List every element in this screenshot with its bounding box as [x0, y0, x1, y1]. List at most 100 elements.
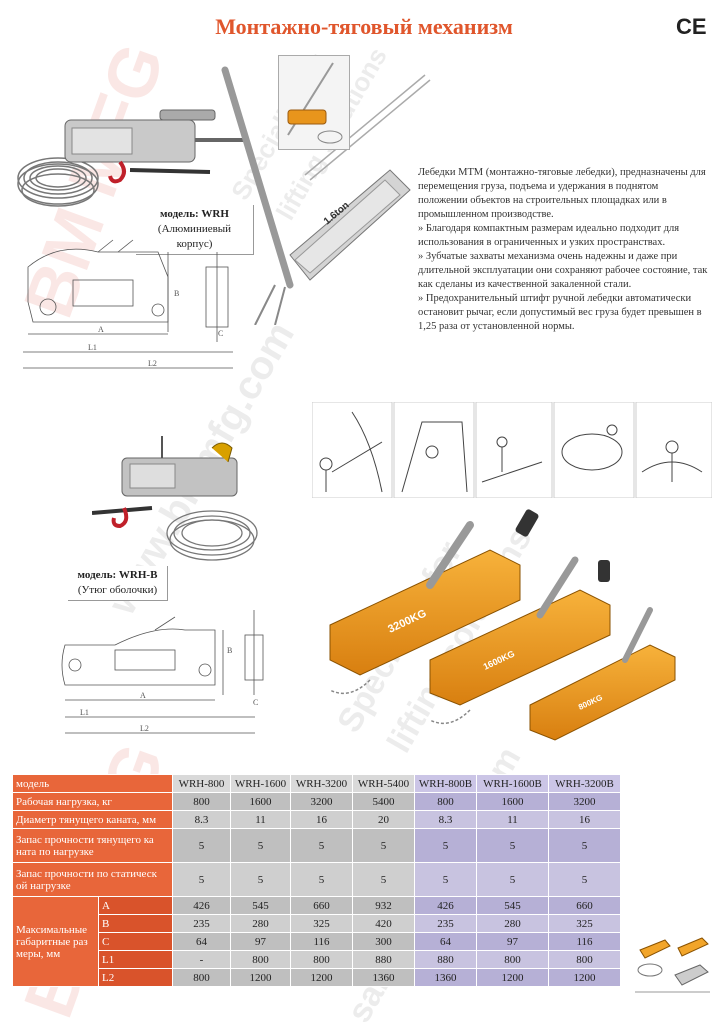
cell: 545	[476, 896, 549, 915]
cell: 426	[414, 896, 477, 915]
wrh-dim-c: C	[218, 329, 223, 338]
dim-label: B	[98, 914, 173, 933]
cell: 800	[172, 792, 231, 811]
wrh-dim-l1: L1	[88, 343, 97, 352]
cell: 8.3	[414, 810, 477, 829]
cell: 5	[290, 828, 353, 863]
cell: 64	[414, 932, 477, 951]
cell: 5	[352, 828, 415, 863]
cell: 5	[476, 862, 549, 897]
wrhb-product-image	[92, 436, 258, 561]
spec-table: модель WRH-800 WRH-1600 WRH-3200 WRH-540…	[12, 774, 621, 987]
cell: 1360	[352, 968, 415, 987]
cell: 3200	[548, 792, 621, 811]
cell: 5	[414, 828, 477, 863]
wrhb-body-label: (Утюг оболочки)	[77, 584, 158, 596]
cell: 1600	[476, 792, 549, 811]
cell: 800	[172, 968, 231, 987]
cell: 116	[548, 932, 621, 951]
cell: 235	[414, 914, 477, 933]
dim-label: L1	[98, 950, 173, 969]
model-wrh-3200: WRH-3200	[290, 774, 353, 793]
usage-illustrations	[312, 402, 712, 498]
orange-hoists-image: 3200KG 1600KG 800KG	[329, 509, 676, 741]
cell: 1600	[230, 792, 291, 811]
wrh-drawing: A B C L1 L2	[23, 239, 233, 369]
cell: 880	[414, 950, 477, 969]
wrh-dim-l2: L2	[148, 359, 157, 368]
cell: 660	[290, 896, 353, 915]
cell: 660	[548, 896, 621, 915]
wrhb-model-label: модель: WRH-B	[77, 569, 158, 581]
model-wrh-800b: WRH-800B	[414, 774, 477, 793]
model-header: модель	[12, 774, 173, 793]
cell: 5	[476, 828, 549, 863]
ce-mark: CE	[676, 14, 707, 39]
cell: -	[172, 950, 231, 969]
thumbnail-hoists	[635, 937, 710, 993]
wrh-product-image	[17, 109, 245, 207]
description-point-grips: » Зубчатые захваты механизма очень надеж…	[418, 251, 708, 290]
cell: 16	[290, 810, 353, 829]
cell: 5	[230, 862, 291, 897]
wrhb-dim-c: C	[253, 698, 258, 707]
cell: 116	[290, 932, 353, 951]
table-row: L1 - 800 800 880 880 800 800	[13, 950, 621, 969]
cell: 5	[414, 862, 477, 897]
cell: 800	[548, 950, 621, 969]
wrhb-dim-l2: L2	[140, 724, 149, 733]
cell: 5	[230, 828, 291, 863]
cell: 235	[172, 914, 231, 933]
row-label: Запас прочности тянущего ка ната по нагр…	[12, 828, 173, 863]
model-wrh-3200b: WRH-3200B	[548, 774, 621, 793]
page-title: Монтажно-тяговый механизм	[215, 14, 513, 39]
table-row: B 235 280 325 420 235 280 325	[13, 914, 621, 933]
cell: 880	[352, 950, 415, 969]
cell: 5	[172, 862, 231, 897]
cell: 1200	[290, 968, 353, 987]
wrhb-dim-l1: L1	[80, 708, 89, 717]
cell: 1200	[230, 968, 291, 987]
cell: 420	[352, 914, 415, 933]
model-wrh-5400: WRH-5400	[352, 774, 415, 793]
cell: 280	[476, 914, 549, 933]
cell: 5	[172, 828, 231, 863]
cell: 5	[548, 828, 621, 863]
cell: 5	[290, 862, 353, 897]
cell: 800	[230, 950, 291, 969]
cell: 800	[290, 950, 353, 969]
row-label: Диаметр тянущего каната, мм	[12, 810, 173, 829]
cell: 325	[290, 914, 353, 933]
wrh-dim-a: A	[98, 325, 104, 334]
cell: 1200	[548, 968, 621, 987]
cell: 97	[476, 932, 549, 951]
wrhb-drawing: A B C L1 L2	[61, 610, 264, 734]
cell: 11	[230, 810, 291, 829]
dims-label: Максимальные габаритные раз меры, мм	[12, 896, 99, 987]
cell: 280	[230, 914, 291, 933]
product-description: Лебедки МТМ (монтажно-тяговые лебедки), …	[418, 166, 708, 334]
table-row: C 64 97 116 300 64 97 116	[13, 932, 621, 951]
cell: 932	[352, 896, 415, 915]
table-header-row: модель WRH-800 WRH-1600 WRH-3200 WRH-540…	[12, 774, 621, 793]
row-label: Запас прочности по статическ ой нагрузке	[12, 862, 173, 897]
model-wrh-1600b: WRH-1600B	[476, 774, 549, 793]
cell: 426	[172, 896, 231, 915]
table-row: Максимальные габаритные раз меры, мм A 4…	[12, 896, 621, 987]
model-wrh-1600: WRH-1600	[230, 774, 291, 793]
cell: 1200	[476, 968, 549, 987]
wrhb-caption: модель: WRH-B (Утюг оболочки)	[68, 566, 168, 601]
dim-label: C	[98, 932, 173, 951]
cell: 20	[352, 810, 415, 829]
cell: 300	[352, 932, 415, 951]
cell: 1360	[414, 968, 477, 987]
cell: 5400	[352, 792, 415, 811]
table-row: Рабочая нагрузка, кг 800 1600 3200 5400 …	[12, 792, 621, 811]
cell: 325	[548, 914, 621, 933]
cell: 5	[548, 862, 621, 897]
wrhb-dim-b: B	[227, 646, 232, 655]
wrh-model-label: модель: WRH	[160, 208, 229, 220]
description-point-safety-pin: » Предохранительный штифт ручной лебедки…	[418, 293, 702, 332]
table-row: L2 800 1200 1200 1360 1360 1200 1200	[13, 968, 621, 987]
cell: 800	[414, 792, 477, 811]
